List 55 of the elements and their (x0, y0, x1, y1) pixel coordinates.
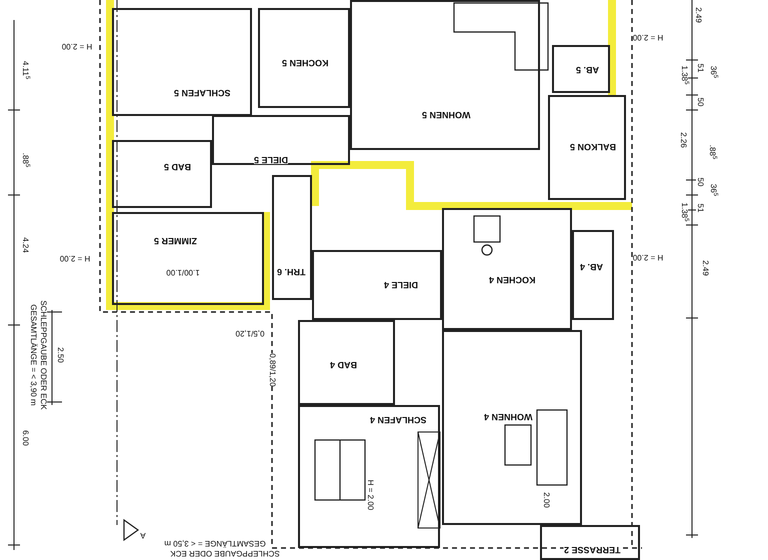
dimension-text: SCHLEPPGAUBE ODER ECK (170, 549, 280, 557)
room-outline (212, 115, 350, 165)
room-label: BAD 4 (330, 360, 358, 369)
dimension-text: 2.26 (679, 132, 687, 148)
room-outline (442, 208, 572, 330)
dimension-text: A (140, 531, 146, 539)
dimension-text: 1.00/1.00 (166, 268, 200, 276)
dimension-text: H = 2.00 (632, 253, 664, 261)
room-outline (552, 45, 610, 93)
dimension-text: 2.00 (542, 492, 550, 508)
room-outline (350, 0, 540, 150)
dimension-text: 50 (696, 98, 704, 106)
dimension-text: H = 2.00 (60, 254, 90, 262)
room-outline (442, 330, 582, 525)
dimension-text: 51 (696, 64, 704, 72)
dimension-text: GESAMTLÄNGE = < 3,90 m (29, 304, 37, 406)
dimension-text: 51 (696, 204, 704, 212)
room-label: TRH. 6 (277, 267, 306, 276)
room-outline (540, 525, 640, 560)
dimension-text: 6.00 (21, 430, 29, 446)
room-label: KOCHEN 4 (489, 275, 536, 284)
room-outline (298, 405, 440, 548)
room-outline (258, 8, 350, 108)
room-label: DIELE 4 (384, 280, 418, 289)
room-label: SCHLAFEN 5 (174, 88, 231, 97)
dimension-text: 4.24 (21, 237, 29, 253)
room-outline (312, 250, 442, 320)
room-outline (112, 8, 252, 116)
room-label: ZIMMER 5 (154, 236, 198, 245)
dimension-text: H = 2.00 (632, 33, 664, 41)
room-outline (298, 320, 395, 405)
dimension-text: 0,5/1,20 (236, 329, 264, 337)
room-label: AB. 4 (580, 262, 604, 271)
dimension-text: SCHLEPPGAUBE ODER ECK (39, 300, 47, 410)
room-outline (112, 140, 212, 208)
room-label: SCHLAFEN 4 (370, 415, 427, 424)
room-label: DIELE 5 (254, 155, 288, 164)
dimension-text: H = 2.00 (62, 42, 92, 50)
dimension-text: 50 (696, 178, 704, 186)
dimension-text: H = 2.00 (366, 480, 374, 510)
room-label: WOHNEN 4 (484, 412, 533, 421)
room-outline (572, 230, 614, 320)
room-label: BALKON 5 (570, 142, 616, 151)
dimension-text: GESAMTLÄNGE = < 3,50 m (164, 539, 266, 547)
dimension-text: 2.50 (56, 347, 64, 363)
dimension-text: 2.49 (694, 7, 702, 23)
room-outline (272, 175, 312, 300)
dimension-text: 2.49 (701, 260, 709, 276)
dimension-text: 0,89/1,20 (268, 353, 276, 387)
room-label: BAD 5 (164, 162, 192, 171)
room-label: WOHNEN 5 (422, 110, 471, 119)
room-outline (548, 95, 626, 200)
room-label: TERRASSE 2 (564, 545, 621, 554)
room-label: KOCHEN 5 (282, 58, 329, 67)
room-label: AB. 5 (576, 65, 600, 74)
